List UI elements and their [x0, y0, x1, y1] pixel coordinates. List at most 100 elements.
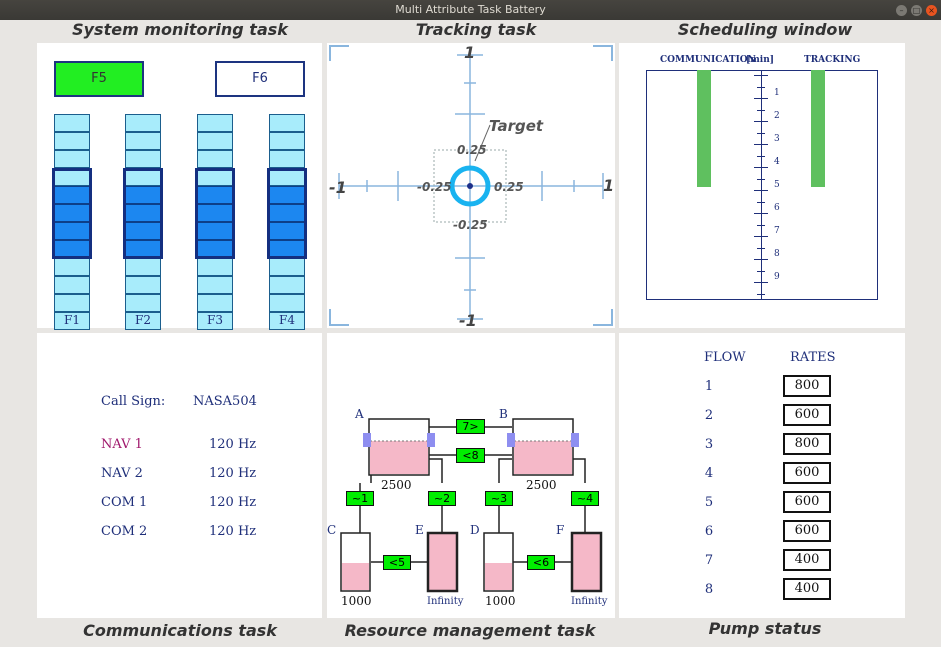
- comms-title: Communications task: [83, 621, 277, 640]
- axis-top-label: 1: [464, 43, 476, 62]
- timeline-minor-tick: [757, 247, 765, 249]
- radio-com1-freq[interactable]: 120 Hz: [209, 495, 257, 510]
- rate-8: 400: [783, 578, 831, 600]
- timeline-major-tick: [754, 121, 768, 122]
- resman-title: Resource management task: [344, 621, 596, 640]
- pump-8[interactable]: <8: [456, 448, 485, 463]
- tracking-reticle: [329, 45, 613, 326]
- tank-d-fluid: [485, 563, 512, 590]
- pump-2[interactable]: ~2: [428, 491, 456, 506]
- radio-nav2-freq[interactable]: 120 Hz: [209, 466, 257, 481]
- tank-f-level: Infinity: [571, 596, 608, 607]
- resman-panel: A B C E D F 2500 2500 1000 Infinity 1000…: [327, 333, 615, 618]
- rate-6: 600: [783, 520, 831, 542]
- tick-label-7: 7: [774, 226, 780, 236]
- inner-right-label: 0.25: [494, 180, 524, 194]
- minimize-icon[interactable]: –: [896, 5, 907, 16]
- timeline-minor-tick: [757, 178, 765, 180]
- tank-a-level: 2500: [381, 478, 412, 492]
- tick-label-4: 4: [774, 157, 780, 167]
- scale-f3-label: F3: [207, 313, 223, 327]
- pump-1[interactable]: ~1: [346, 491, 374, 506]
- radio-com2-freq[interactable]: 120 Hz: [209, 524, 257, 539]
- sysmon-panel: F5 F6 F1 F2 F3 F4: [37, 43, 322, 330]
- resman-diagram: [340, 418, 603, 593]
- corner-bottom-right: [593, 309, 613, 326]
- radio-nav2-name[interactable]: NAV 2: [101, 466, 143, 481]
- scale-f4[interactable]: [267, 114, 307, 330]
- f6-button[interactable]: F6: [215, 61, 305, 97]
- tank-a-label: A: [355, 407, 364, 421]
- tank-d-label: D: [470, 523, 480, 537]
- tracking-title: Tracking task: [415, 20, 537, 39]
- axis-bottom-label: -1: [459, 311, 477, 330]
- timeline-major-tick: [754, 236, 768, 237]
- rate-7: 400: [783, 549, 831, 571]
- rate-3: 800: [783, 433, 831, 455]
- tank-e-shape: [426, 531, 459, 593]
- timeline-minor-tick: [757, 86, 765, 88]
- tank-c-label: C: [327, 523, 337, 537]
- f5-button[interactable]: F5: [54, 61, 144, 97]
- flow-4: 4: [704, 466, 714, 481]
- rate-1: 800: [783, 375, 831, 397]
- timeline-major-tick: [754, 190, 768, 191]
- scale-f3[interactable]: [195, 114, 235, 330]
- timeline-major-tick: [754, 98, 768, 99]
- maximize-icon[interactable]: □: [911, 5, 922, 16]
- inner-zone-box: [433, 149, 507, 223]
- target-label: Target: [489, 117, 544, 135]
- pump-3[interactable]: ~3: [485, 491, 513, 506]
- tank-a-target-right: [427, 433, 435, 447]
- pump-status-title: Pump status: [708, 619, 822, 638]
- timeline-minor-tick: [757, 109, 765, 111]
- tank-b-target-right: [571, 433, 579, 447]
- timeline-axis: [761, 70, 762, 300]
- window-titlebar: Multi Attribute Task Battery – □ ×: [0, 0, 941, 20]
- scale-f1[interactable]: [52, 114, 92, 330]
- close-icon[interactable]: ×: [926, 5, 937, 16]
- timeline-major-tick: [754, 144, 768, 145]
- window-title: Multi Attribute Task Battery: [395, 3, 546, 16]
- radio-nav1-name[interactable]: NAV 1: [101, 437, 143, 452]
- communication-column-label: COMMUNICATION: [660, 55, 756, 65]
- radio-com2-name[interactable]: COM 2: [101, 524, 148, 539]
- scale-f2-label: F2: [135, 313, 151, 327]
- timeline-minor-tick: [757, 270, 765, 272]
- flow-header: FLOW: [704, 350, 746, 365]
- communication-schedule-bar: [697, 70, 711, 187]
- pump-4[interactable]: ~4: [571, 491, 599, 506]
- pump-status-panel: FLOW RATES 1 800 2 600 3 800 4 600 5 600…: [619, 333, 905, 618]
- radio-nav1-freq[interactable]: 120 Hz: [209, 437, 257, 452]
- radio-com1-name[interactable]: COM 1: [101, 495, 148, 510]
- sysmon-title: System monitoring task: [72, 20, 288, 39]
- timeline-major-tick: [754, 259, 768, 260]
- rates-header: RATES: [790, 350, 836, 365]
- tank-e-level: Infinity: [427, 596, 464, 607]
- tank-b-fluid: [514, 441, 572, 474]
- scale-f2[interactable]: [123, 114, 163, 330]
- pump-6[interactable]: <6: [527, 555, 555, 570]
- pump-7[interactable]: 7>: [456, 419, 485, 434]
- tick-label-9: 9: [774, 272, 780, 282]
- flow-6: 6: [704, 524, 714, 539]
- corner-bottom-left: [329, 309, 349, 326]
- timeline-minor-tick: [757, 201, 765, 203]
- tracking-schedule-bar: [811, 70, 825, 187]
- tick-label-3: 3: [774, 134, 780, 144]
- timeline-major-tick: [754, 75, 768, 76]
- flow-1: 1: [704, 379, 714, 394]
- timeline-minor-tick: [757, 293, 765, 295]
- scale-f1-label: F1: [64, 313, 80, 327]
- comms-panel: Call Sign: NASA504 NAV 1 120 Hz NAV 2 12…: [37, 333, 322, 618]
- timeline-minor-tick: [757, 132, 765, 134]
- pump-5[interactable]: <5: [383, 555, 411, 570]
- scheduling-panel: COMMUNICATION [min] TRACKING 1 2 3 4 5 6…: [619, 43, 905, 328]
- corner-top-left: [329, 45, 349, 61]
- tick-label-1: 1: [774, 88, 780, 98]
- flow-2: 2: [704, 408, 714, 423]
- target-pointer: [474, 124, 491, 162]
- scale-f4-label: F4: [279, 313, 295, 327]
- time-unit-label: [min]: [746, 55, 775, 65]
- timeline-minor-tick: [757, 224, 765, 226]
